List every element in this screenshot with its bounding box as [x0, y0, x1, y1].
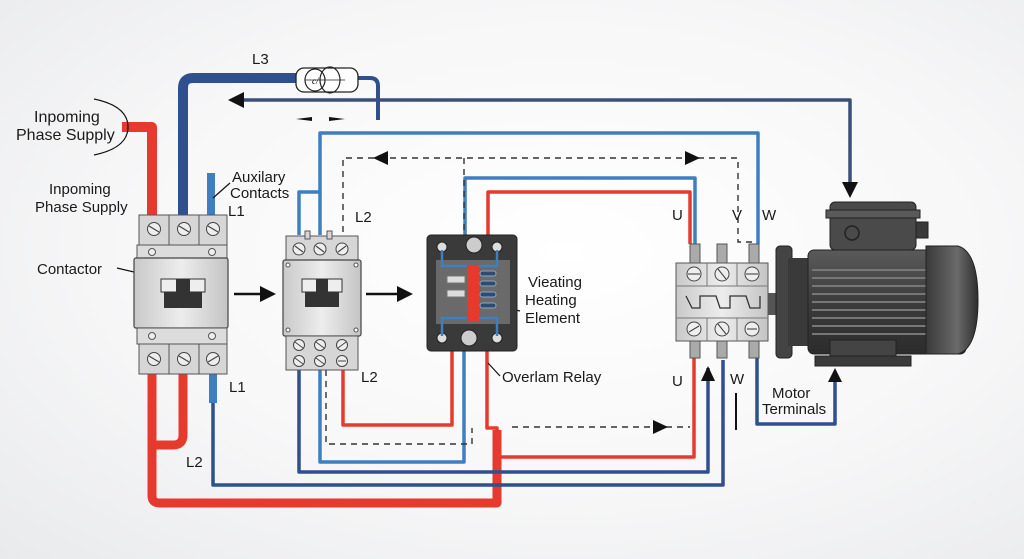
main-contactor[interactable] [133, 214, 229, 375]
wires [122, 73, 852, 508]
heating-element-label-line2: Heating [525, 292, 577, 309]
l2-aux-top-label: L2 [355, 209, 372, 226]
ct-small-arrow-right [329, 117, 345, 121]
motor-terminals-label-line2: Terminals [762, 401, 826, 418]
arrow-up-terminal [701, 366, 715, 381]
incoming-supply-label-1-line2: Phase Supply [16, 127, 115, 144]
u-bottom-label: U [672, 373, 683, 390]
wire-incoming-l3 [178, 73, 296, 230]
arrow-up-motor [828, 368, 842, 382]
wire-aux-bottom-outer [297, 368, 710, 474]
dashed-bottom-loop [325, 370, 473, 445]
wire-aux-top-loop [297, 131, 760, 244]
current-transformer[interactable]: c/ [295, 66, 359, 94]
l1-bottom-label: L1 [229, 379, 246, 396]
terminal-block[interactable] [675, 243, 769, 359]
motor-terminals-label-line1: Motor [772, 385, 810, 402]
heating-element-coils [479, 270, 497, 309]
incoming-supply-label-1-line1: Inpoming [34, 109, 100, 126]
arrow-down-motor [842, 182, 858, 198]
wire-red-joint [152, 370, 188, 450]
wire-motor-terminal-return [755, 358, 837, 426]
wire-aux-bottom-inner [318, 342, 466, 464]
auxiliary-contacts-label-line1: Auxilary [232, 169, 286, 186]
motor-cooling-fins [812, 269, 926, 335]
leader-contactor [116, 267, 135, 273]
incoming-supply-label-2-line2: Phase Supply [35, 199, 128, 216]
arrow-dashed-left [373, 151, 388, 165]
wire-l3-after-ct [358, 76, 380, 120]
arrows [228, 92, 858, 434]
l2-bottom-left-label: L2 [186, 454, 203, 471]
leader-overload [487, 362, 501, 377]
arrow-dashed-right [685, 151, 700, 165]
l1-top-label: L1 [228, 203, 245, 220]
arrow-aux-to-relay-head [397, 286, 413, 302]
wire-relay-bottom-red [485, 342, 696, 459]
leader-aux [212, 182, 231, 199]
overload-relay-label: Overlam Relay [502, 369, 602, 386]
v-top-label: V [732, 207, 742, 224]
wire-incoming-red [122, 122, 157, 230]
contactor-label: Contactor [37, 261, 102, 278]
wire-relay-top-red [486, 190, 692, 244]
overload-relay[interactable] [426, 234, 518, 352]
incoming-supply-label-2-line1: Inpoming [49, 181, 111, 198]
heating-element-label-line1: Vieating [528, 274, 582, 291]
u-top-label: U [672, 207, 683, 224]
l2-aux-bottom-label: L2 [361, 369, 378, 386]
ct-symbol: c/ [312, 76, 320, 86]
wire-relay-top-blue [463, 176, 697, 244]
ct-small-arrow-left [296, 117, 312, 121]
leader-incoming [93, 98, 129, 156]
w-top-label: W [762, 207, 777, 224]
l3-label: L3 [252, 51, 269, 68]
wire-aux-red-l2 [341, 342, 454, 427]
wire-red-bottom-loop [147, 370, 502, 508]
arrow-left-top [228, 92, 244, 108]
motor[interactable] [768, 201, 979, 367]
w-bottom-label: W [730, 371, 745, 388]
wire-control-top [236, 98, 852, 188]
auxiliary-contacts-label-line2: Contacts [230, 185, 289, 202]
wire-l1-navy-long [211, 360, 725, 487]
dashed-top [342, 157, 752, 243]
arrow-dashed-bottom [653, 420, 668, 434]
arrow-contactor-to-aux-head [260, 286, 276, 302]
auxiliary-contactor[interactable] [282, 230, 362, 371]
heating-element-label-line3: Element [525, 310, 581, 327]
labels: Inpoming Phase Supply Inpoming Phase Sup… [16, 51, 826, 471]
